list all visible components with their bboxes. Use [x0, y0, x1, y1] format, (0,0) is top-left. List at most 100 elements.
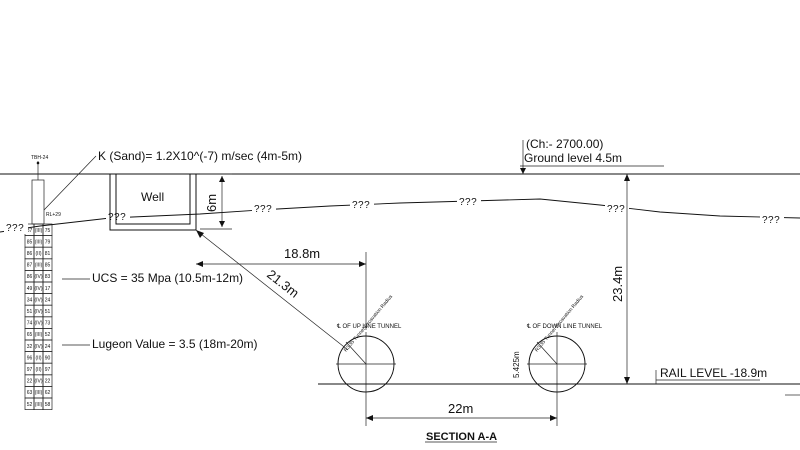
borehole-cell-value: 97 [27, 367, 33, 373]
rail-level-label: RAIL LEVEL -18.9m [660, 366, 767, 380]
borehole-cell-value: (III) [35, 332, 43, 338]
borehole-cell-value: 86 [27, 274, 33, 280]
borehole-cell-value: (III) [35, 239, 43, 245]
borehole-cell [42, 397, 53, 410]
borehole-cell-value: 73 [45, 321, 51, 327]
unknown-mask-1 [4, 222, 28, 234]
well-depth-label: 6m [204, 194, 219, 212]
borehole-cell-value: 83 [45, 274, 51, 280]
borehole-cell-value: (IV) [34, 344, 42, 350]
borehole-cell-value: (IV) [34, 297, 42, 303]
dim-22-label: 22m [448, 401, 473, 416]
section-title: SECTION A-A [426, 431, 497, 443]
borehole-cell-value: (IV) [34, 321, 42, 327]
borehole-cell-value: (IV) [34, 309, 42, 315]
ground-level-arrow [520, 168, 526, 174]
borehole-cell-value: (III) [35, 228, 43, 234]
unknown-marker-3: ??? [254, 204, 272, 215]
well-label: Well [141, 190, 164, 204]
dim-21-3-arrow-top [196, 230, 204, 238]
dim-18-8-arrow-left [196, 261, 203, 267]
k-sand-leader [43, 155, 97, 211]
unknown-mask-6 [605, 203, 629, 215]
borehole-cell-value: 34 [27, 297, 33, 303]
down-tunnel-label: ℄ OF DOWN LINE TUNNEL [526, 324, 603, 330]
k-sand-annotation: K (Sand)= 1.2X10^(-7) m/sec (4m-5m) [98, 149, 302, 163]
borehole-cell-value: 24 [45, 344, 51, 350]
ucs-annotation: UCS = 35 Mpa (10.5m-12m) [92, 271, 243, 285]
well-dim-arrow-top [219, 176, 225, 182]
borehole-log-table: 87(III)7585(III)7986(II)8187(III)8586(IV… [24, 223, 53, 410]
up-line-tunnel: ℄ OF UP LINE TUNNEL R3.35 Tunnel Excavat… [336, 293, 402, 398]
borehole-cell-value: (IV) [34, 286, 42, 292]
dim-21-3-line [195, 229, 349, 351]
unknown-marker-6: ??? [607, 204, 625, 215]
borehole-cell-value: 87 [27, 263, 33, 269]
borehole-cell-value: (III) [35, 402, 43, 408]
borehole-cell-value: 86 [27, 251, 33, 257]
dim-23-4-arrow-top [624, 174, 630, 181]
well-dim-arrow-bottom [219, 221, 225, 227]
borehole-cell-value: 85 [27, 239, 33, 245]
borehole-cell-value: 51 [45, 309, 51, 315]
borehole-cell-value: 87 [27, 228, 33, 234]
borehole-cell-value: 17 [45, 286, 51, 292]
chainage-label: (Ch:- 2700.00) [526, 137, 603, 151]
borehole-cell-value: 65 [27, 332, 33, 338]
ground-level-label: Ground level 4.5m [524, 151, 622, 165]
borehole-cell-value: (II) [35, 251, 41, 257]
borehole-cell-value: 96 [27, 355, 33, 361]
borehole-cell-value: 22 [27, 379, 33, 385]
borehole: TBH-24 RL+29 87(III)7585(III)7986(II)818… [24, 155, 61, 410]
borehole-cell-value: 90 [45, 355, 51, 361]
borehole-cell-value: 62 [45, 390, 51, 396]
borehole-cell-value: 81 [45, 251, 51, 257]
down-line-tunnel: ℄ OF DOWN LINE TUNNEL R3.35 Tunnel Excav… [512, 293, 603, 398]
dim-18-8-label: 18.8m [284, 246, 320, 261]
borehole-cell-value: (IV) [34, 274, 42, 280]
dim-18-8-arrow-right [359, 261, 366, 267]
lugeon-annotation: Lugeon Value = 3.5 (18m-20m) [92, 337, 258, 351]
borehole-cell-value: 24 [45, 297, 51, 303]
unknown-marker-2: ??? [108, 212, 126, 223]
well-inner [115, 174, 191, 225]
unknown-mask-3 [252, 203, 276, 215]
borehole-cell-value: (II) [35, 367, 41, 373]
borehole-cell-value: 22 [45, 379, 51, 385]
unknown-marker-4: ??? [352, 200, 370, 211]
borehole-id: TBH-24 [31, 155, 48, 161]
unknown-mask-4 [350, 199, 374, 211]
unknown-marker-5: ??? [459, 197, 477, 208]
borehole-cell-value: 52 [27, 402, 33, 408]
borehole-cell-value: 97 [45, 367, 51, 373]
borehole-cell-value: (IV) [34, 379, 42, 385]
unknown-marker-7: ??? [762, 215, 780, 226]
borehole-cell-value: 52 [45, 332, 51, 338]
borehole-cell-value: 74 [27, 321, 33, 327]
dim-23-4-arrow-bottom [624, 377, 630, 384]
borehole-cell-value: 49 [27, 286, 33, 292]
borehole-cell-value: 75 [45, 228, 51, 234]
borehole-rl-note: RL+29 [46, 212, 61, 218]
borehole-cell-value: 79 [45, 239, 51, 245]
borehole-cell-value: 63 [27, 390, 33, 396]
borehole-cell-value: (III) [35, 263, 43, 269]
dim-23-4-label: 23.4m [610, 266, 625, 302]
dim-22-arrow-right [550, 415, 557, 421]
dim-22-arrow-left [366, 415, 373, 421]
borehole-cell-value: 32 [27, 344, 33, 350]
borehole-cell-value: 58 [45, 402, 51, 408]
unknown-mask-2 [106, 211, 130, 223]
unknown-marker-1: ??? [6, 223, 24, 234]
unknown-mask-7 [760, 214, 784, 226]
well-outer [109, 174, 197, 231]
dim-21-3-label: 21.3m [264, 267, 302, 301]
well: Well 6m [109, 173, 232, 231]
borehole-cell-value: 51 [27, 309, 33, 315]
up-tunnel-label: ℄ OF UP LINE TUNNEL [336, 324, 402, 330]
borehole-cell-value: 85 [45, 263, 51, 269]
up-tunnel-radius-line [345, 341, 367, 365]
borehole-marker-icon [36, 161, 40, 165]
